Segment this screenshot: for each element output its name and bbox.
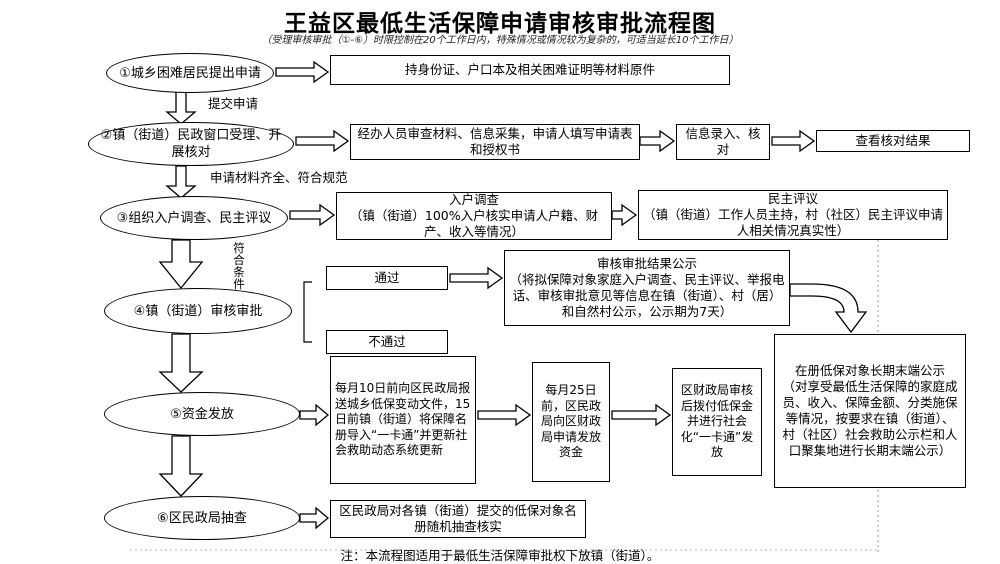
arrow-entry-check: [771, 129, 816, 153]
review-box: 经办人员审查材料、信息采集，申请人填写申请表和授权书: [350, 124, 640, 160]
pass-text: 通过: [374, 270, 400, 285]
longterm-publicity-box: 在册低保对象长期末端公示 （对享受最低生活保障的家庭成员、收入、保障金额、分类施…: [774, 334, 966, 488]
connector-complete-label: 申请材料齐全、符合规范: [210, 170, 348, 185]
branch-brace: [303, 281, 312, 343]
check-result-text: 查看核对结果: [855, 133, 931, 148]
step-3-survey: ③组织入户调查、民主评议: [100, 196, 288, 240]
monthly-report-text: 每月10日前向区民政局报送城乡低保变动文件，15日前镇（街道）将保障名册导入“一…: [335, 381, 471, 458]
fund-disbursement-box: 区财政局审核后拨付低保金并进行社会化“一卡通”发放: [672, 368, 762, 476]
down-arrow-4-5: [158, 333, 204, 393]
result-publicity-title: 审核审批结果公示: [596, 256, 697, 271]
fail-box: 不通过: [326, 330, 448, 354]
step-2-accept: ②镇（街道）民政窗口受理、开展核对: [88, 122, 294, 166]
arrow-request-pay: [611, 403, 672, 427]
arrow-review-entry: [639, 129, 676, 153]
step-1-apply: ①城乡困难居民提出申请: [106, 53, 274, 93]
result-publicity-box: 审核审批结果公示 （将拟保障对象家庭入户调查、民主评议、举报电话、审核审批意见等…: [504, 250, 790, 326]
democratic-eval-title: 民主评议: [767, 191, 818, 206]
spotcheck-box: 区民政局对各镇（街道）提交的低保对象名册随机抽查核实: [330, 500, 586, 538]
home-survey-title: 入户调查: [448, 192, 499, 207]
spotcheck-text: 区民政局对各镇（街道）提交的低保对象名册随机抽查核实: [339, 503, 577, 534]
materials-text: 持身份证、户口本及相关困难证明等材料原件: [404, 62, 655, 77]
arrow-survey-eval: [611, 203, 638, 227]
arrow-s1-materials: [275, 60, 330, 84]
monthly-report-box: 每月10日前向区民政局报送城乡低保变动文件，15日前镇（街道）将保障名册导入“一…: [330, 356, 476, 484]
arrow-publicity-longterm: [789, 283, 868, 334]
arrow-s3-survey: [289, 203, 336, 227]
arrow-s5-monthly: [299, 403, 330, 427]
pass-box: 通过: [326, 266, 448, 290]
down-arrow-2-3: [165, 165, 197, 199]
result-publicity-body: （将拟保障对象家庭入户调查、民主评议、举报电话、审核审批意见等信息在镇（街道）、…: [509, 272, 785, 319]
step-5-payment: ⑤资金发放: [104, 392, 300, 436]
materials-box: 持身份证、户口本及相关困难证明等材料原件: [330, 55, 730, 85]
arrow-s2-review: [295, 129, 350, 153]
fund-request-box: 每月25日前，区民政局向区财政局申请发放资金: [532, 362, 610, 482]
connector-eligible-label: 符合条件: [233, 241, 245, 291]
page-subtitle: （受理审核审批（①-⑥）时限控制在20个工作日内，特殊情况或情况较为复杂的，可适…: [261, 35, 739, 46]
fund-request-text: 每月25日前，区民政局向区财政局申请发放资金: [540, 383, 601, 460]
down-arrow-5-6: [158, 435, 204, 497]
step-6-spotcheck: ⑥区民政局抽查: [104, 496, 300, 540]
arrow-pass-publicity: [449, 266, 504, 290]
longterm-publicity-body: （对享受最低生活保障的家庭成员、收入、保障金额、分类施保等情况，按要求在镇（街道…: [782, 379, 958, 458]
connector-submit-label: 提交申请: [208, 96, 259, 111]
fund-disbursement-text: 区财政局审核后拨付低保金并进行社会化“一卡通”发放: [680, 383, 754, 460]
step-4-approve: ④镇（街道）审核审批: [104, 288, 292, 334]
entry-box: 信息录入、核对: [676, 124, 770, 160]
arrow-s6-spotcheck: [299, 506, 330, 530]
check-result-box: 查看核对结果: [816, 130, 970, 152]
down-arrow-1-2: [165, 91, 197, 125]
fail-text: 不通过: [368, 334, 406, 349]
review-text: 经办人员审查材料、信息采集，申请人填写申请表和授权书: [357, 126, 633, 157]
home-survey-body: （镇（街道）100%入户核实申请人户籍、财产、收入等情况）: [349, 208, 599, 239]
democratic-eval-body: （镇（街道）工作人员主持，村（社区）民主评议申请人相关情况真实性）: [643, 207, 944, 238]
entry-text: 信息录入、核对: [685, 126, 761, 157]
democratic-eval-box: 民主评议 （镇（街道）工作人员主持，村（社区）民主评议申请人相关情况真实性）: [638, 190, 948, 240]
page-title: 王益区最低生活保障申请审核审批流程图: [284, 11, 716, 37]
longterm-publicity-title: 在册低保对象长期末端公示: [794, 363, 945, 378]
down-arrow-3-4: [158, 239, 204, 290]
home-survey-box: 入户调查 （镇（街道）100%入户核实申请人户籍、财产、收入等情况）: [336, 192, 612, 240]
footnote: 注：本流程图适用于最低生活保障审批权下放镇（街道）。: [340, 548, 660, 563]
arrow-monthly-request: [477, 403, 532, 427]
